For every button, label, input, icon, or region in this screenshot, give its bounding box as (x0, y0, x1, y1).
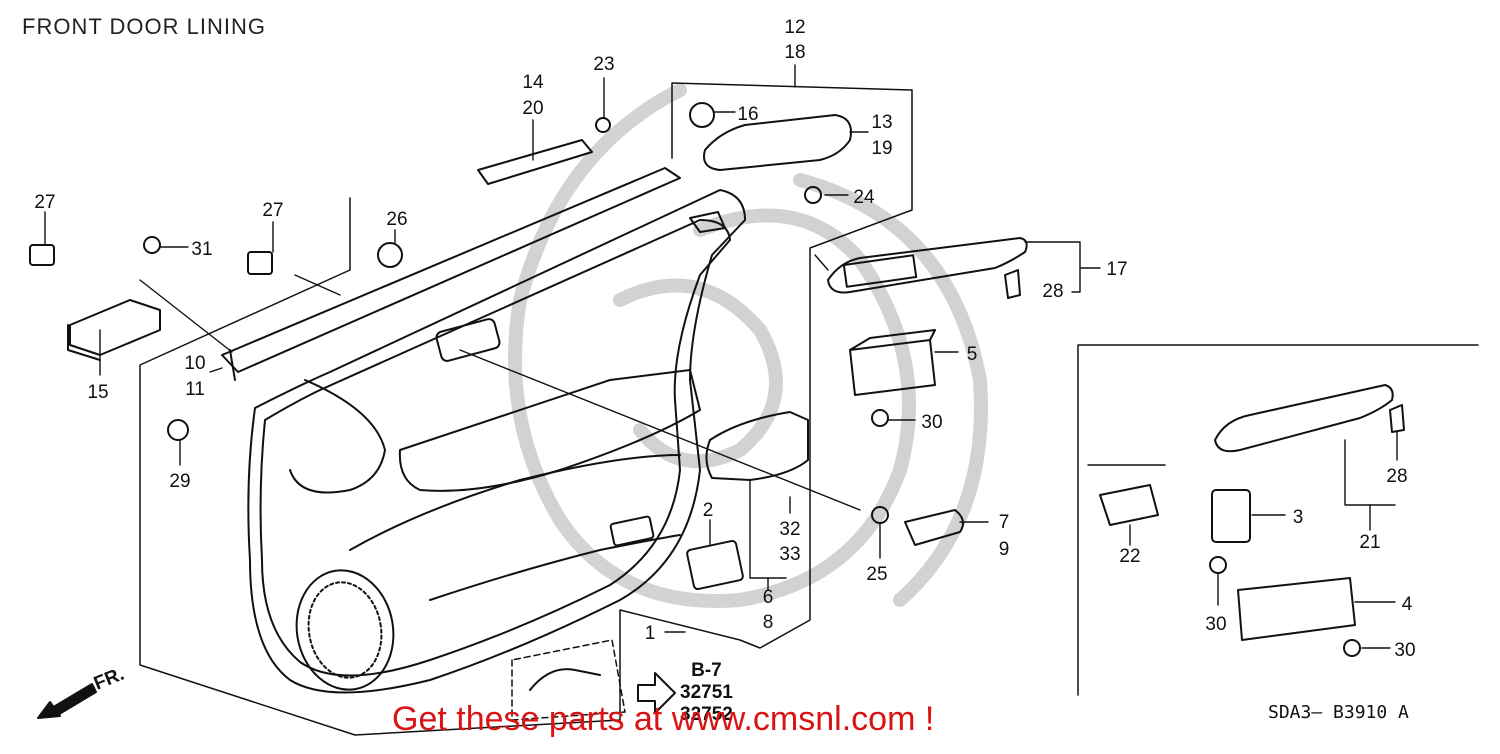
weatherstrip (221, 167, 681, 381)
callout-c2: 2 (703, 500, 714, 521)
footer-link-text[interactable]: Get these parts at www.cmsnl.com ! (392, 700, 935, 738)
inner-handle (705, 411, 809, 481)
callout-c3: 3 (1293, 507, 1304, 528)
callout-c9: 9 (999, 539, 1010, 560)
diagram-code: SDA3– B3910 A (1268, 702, 1409, 723)
callout-c30a: 30 (921, 412, 942, 433)
door-panel (247, 189, 746, 694)
callout-c25: 25 (866, 564, 887, 585)
clip-29 (167, 419, 189, 441)
callout-c30c: 30 (1394, 640, 1415, 661)
screw-30-a (871, 409, 889, 427)
callout-c21: 21 (1359, 532, 1380, 553)
screw-30-b (1209, 556, 1227, 574)
inset-frame (1077, 344, 1479, 696)
diagram-title: FRONT DOOR LINING (22, 14, 266, 39)
clip-27-mid (247, 251, 273, 275)
screw-31 (143, 236, 161, 254)
switch-panel-trim (827, 237, 1028, 294)
screw-30-c (1343, 639, 1361, 657)
callout-c10: 10 (184, 353, 205, 374)
callout-c33: 33 (779, 544, 800, 565)
fr-label: FR. (91, 664, 127, 695)
callout-c28b: 28 (1386, 466, 1407, 487)
callout-c23: 23 (593, 54, 614, 75)
screw-24 (804, 186, 822, 204)
clip-26 (377, 242, 403, 268)
harness (529, 668, 601, 691)
callout-c19: 19 (871, 138, 892, 159)
master-switch (1237, 577, 1356, 641)
watermark-logo (508, 83, 988, 608)
clip-16 (689, 102, 715, 128)
callout-c29: 29 (169, 471, 190, 492)
callout-c22: 22 (1119, 546, 1140, 567)
reference-section: B-7 (691, 660, 722, 681)
callout-c16: 16 (737, 104, 758, 125)
callout-c12: 12 (784, 17, 805, 38)
clip-28-upper (1004, 269, 1021, 299)
switch-recess (842, 254, 918, 288)
mirror-switch (1211, 489, 1251, 543)
pocket-cover (477, 139, 593, 185)
callout-c31: 31 (191, 239, 212, 260)
master-switch-trim (1214, 384, 1394, 453)
callout-c8: 8 (763, 612, 774, 633)
callout-c6: 6 (763, 587, 774, 608)
callout-c28a: 28 (1042, 281, 1063, 302)
panel-frame-outline (139, 82, 913, 736)
callout-c11: 11 (185, 379, 205, 400)
window-switch (849, 329, 936, 396)
speaker-cap (686, 539, 744, 591)
armrest-pad (703, 114, 852, 171)
callout-c30b: 30 (1205, 614, 1226, 635)
callout-c7: 7 (999, 512, 1010, 533)
callout-c1: 1 (645, 623, 656, 644)
callout-c27b: 27 (262, 200, 283, 221)
callout-c15: 15 (87, 382, 108, 403)
callout-c27a: 27 (34, 192, 55, 213)
mirror-bracket (67, 299, 161, 361)
callout-c5: 5 (967, 344, 978, 365)
callout-c14: 14 (522, 72, 544, 93)
leader-lines (44, 64, 1398, 649)
callout-c18: 18 (784, 42, 805, 63)
callout-c26: 26 (386, 209, 407, 230)
switch-22 (1099, 484, 1159, 526)
callout-c20: 20 (522, 98, 543, 119)
reference-part-1: 32751 (680, 682, 733, 703)
callout-c24: 24 (853, 187, 875, 208)
reference-arrow (637, 672, 676, 714)
screw-23 (595, 117, 611, 133)
callout-c4: 4 (1402, 594, 1413, 615)
clip-28-lower (1389, 404, 1405, 433)
callout-c13: 13 (871, 112, 892, 133)
front-arrow-head (37, 701, 61, 719)
reference-part-2: 32752 (680, 704, 733, 725)
callout-c32: 32 (779, 519, 800, 540)
clip-27-left (29, 244, 55, 266)
harness-box (511, 639, 626, 721)
callout-c17: 17 (1106, 259, 1127, 280)
reference-block: B-7 32751 32752 (680, 660, 733, 726)
